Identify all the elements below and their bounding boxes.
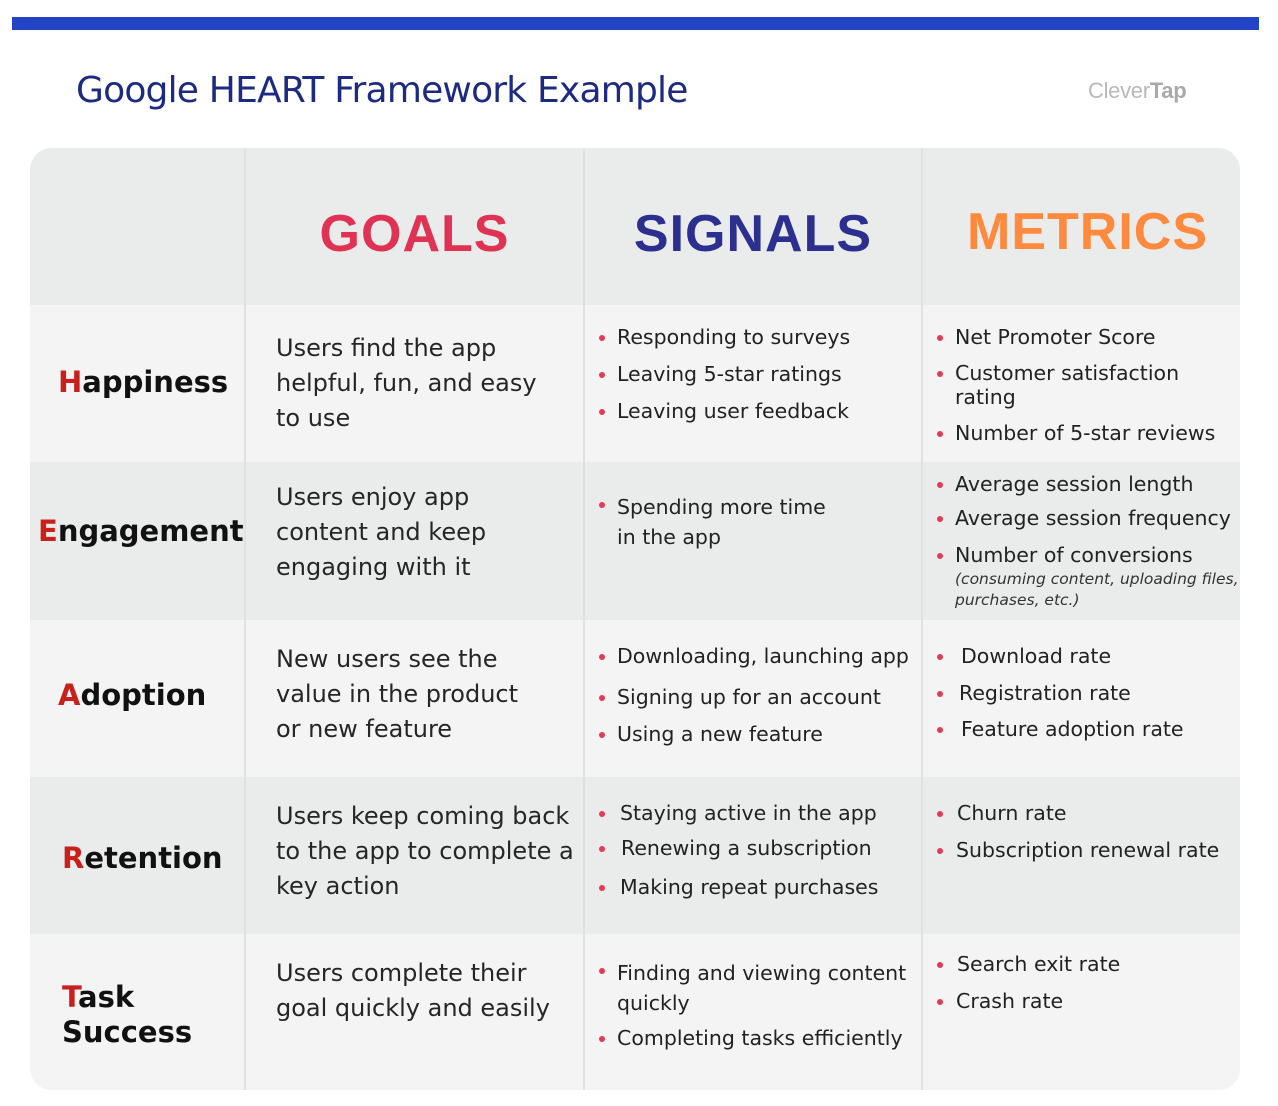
metric-item: Subscription renewal rate — [935, 838, 1219, 862]
metric-item-text: Number of conversions — [955, 543, 1193, 567]
metrics-list: Search exit rate Crash rate — [935, 952, 1120, 1013]
goal-text: Users complete their goal quickly and ea… — [276, 959, 550, 1022]
clevertap-logo: CleverTap — [1088, 78, 1187, 104]
metric-item: Customer satisfaction rating — [935, 361, 1240, 409]
signal-item: Spending more time in the app — [597, 492, 837, 552]
metric-item-note: (consuming content, uploading files, pur… — [955, 570, 1239, 609]
signals-list: Downloading, launching app Signing up fo… — [597, 644, 909, 746]
metric-item: Average session frequency — [935, 506, 1240, 530]
signals-cell: Downloading, launching app Signing up fo… — [585, 620, 923, 777]
dimension-initial: H — [58, 365, 83, 399]
logo-text-light: Clever — [1088, 78, 1150, 103]
metric-item: Net Promoter Score — [935, 325, 1240, 349]
signal-item: Staying active in the app — [597, 801, 878, 825]
table-row-adoption: Adoption New users see the value in the … — [30, 620, 1240, 777]
metric-item: Search exit rate — [935, 952, 1120, 976]
metric-item: Churn rate — [935, 801, 1219, 825]
heart-framework-table: GOALS SIGNALS METRICS Happiness Users fi… — [30, 148, 1240, 1090]
dimension-initial: T — [62, 980, 79, 1014]
dimension-cell: Happiness — [30, 305, 246, 462]
goal-text: Users keep coming back to the app to com… — [276, 802, 574, 900]
signal-item: Finding and viewing content quickly — [597, 958, 917, 1018]
dimension-rest: appiness — [82, 365, 229, 399]
header-cell-signals: SIGNALS — [585, 148, 923, 305]
signals-list: Staying active in the app Renewing a sub… — [597, 801, 878, 899]
signals-cell: Finding and viewing content quickly Comp… — [585, 934, 923, 1090]
metric-item: Download rate — [935, 644, 1184, 668]
signal-item: Responding to surveys — [597, 325, 850, 349]
dimension-label-happiness: Happiness — [58, 365, 228, 400]
dimension-cell: Adoption — [30, 620, 246, 777]
header-cell-metrics: METRICS — [923, 148, 1240, 305]
column-header-signals: SIGNALS — [633, 205, 873, 263]
page-title: Google HEART Framework Example — [76, 70, 688, 111]
signals-list: Spending more time in the app — [597, 492, 837, 552]
dimension-rest-line2: Success — [62, 1015, 193, 1049]
metrics-list: Churn rate Subscription renewal rate — [935, 801, 1219, 862]
dimension-rest: ask — [78, 980, 135, 1014]
metrics-cell: Download rate Registration rate Feature … — [923, 620, 1240, 777]
signal-item: Using a new feature — [597, 722, 909, 746]
signal-item: Downloading, launching app — [597, 644, 909, 668]
dimension-cell: Engagement — [30, 462, 246, 620]
signal-item: Renewing a subscription — [597, 836, 878, 860]
logo-text-bold: Tap — [1149, 78, 1187, 103]
metric-item: Number of conversions (consuming content,… — [935, 543, 1240, 611]
metric-item: Registration rate — [935, 681, 1184, 705]
metrics-list: Net Promoter Score Customer satisfaction… — [935, 325, 1240, 445]
signal-item: Leaving 5-star ratings — [597, 362, 850, 386]
header-cell-empty — [30, 148, 246, 305]
dimension-initial: A — [58, 678, 81, 712]
signal-item: Signing up for an account — [597, 685, 909, 709]
dimension-label-adoption: Adoption — [58, 678, 206, 713]
signals-cell: Spending more time in the app — [585, 462, 923, 620]
metrics-cell: Search exit rate Crash rate — [923, 934, 1240, 1090]
dimension-rest: doption — [80, 678, 207, 712]
metric-item: Feature adoption rate — [935, 717, 1184, 741]
goal-cell: Users keep coming back to the app to com… — [246, 777, 585, 934]
accent-top-bar — [12, 17, 1259, 30]
goal-text: Users enjoy app content and keep engagin… — [276, 483, 487, 581]
dimension-rest: etention — [84, 841, 223, 875]
signal-item: Making repeat purchases — [597, 875, 878, 899]
table-row-retention: Retention Users keep coming back to the … — [30, 777, 1240, 934]
metric-item: Average session length — [935, 472, 1240, 496]
column-header-metrics: METRICS — [967, 203, 1208, 261]
dimension-rest: ngagement — [57, 514, 244, 548]
dimension-label-retention: Retention — [62, 841, 223, 876]
dimension-label-engagement: Engagement — [38, 514, 244, 549]
signals-list: Responding to surveys Leaving 5-star rat… — [597, 325, 850, 423]
header-cell-goals: GOALS — [246, 148, 585, 305]
table-row-engagement: Engagement Users enjoy app content and k… — [30, 462, 1240, 620]
table-row-happiness: Happiness Users find the app helpful, fu… — [30, 305, 1240, 462]
metrics-cell: Churn rate Subscription renewal rate — [923, 777, 1240, 934]
dimension-cell: Retention — [30, 777, 246, 934]
dimension-initial: R — [62, 841, 85, 875]
goal-cell: Users find the app helpful, fun, and eas… — [246, 305, 585, 462]
metric-item: Crash rate — [935, 989, 1120, 1013]
goal-cell: Users complete their goal quickly and ea… — [246, 934, 585, 1090]
column-header-goals: GOALS — [319, 205, 510, 263]
signal-item: Leaving user feedback — [597, 399, 850, 423]
dimension-initial: E — [38, 514, 58, 548]
table-header-row: GOALS SIGNALS METRICS — [30, 148, 1240, 305]
signals-cell: Responding to surveys Leaving 5-star rat… — [585, 305, 923, 462]
goal-text: New users see the value in the product o… — [276, 645, 519, 743]
signal-item: Completing tasks efficiently — [597, 1026, 917, 1050]
goal-cell: Users enjoy app content and keep engagin… — [246, 462, 585, 620]
metrics-cell: Average session length Average session f… — [923, 462, 1240, 620]
metrics-list: Average session length Average session f… — [935, 472, 1240, 611]
metric-item: Number of 5-star reviews — [935, 421, 1240, 445]
metrics-list: Download rate Registration rate Feature … — [935, 644, 1184, 741]
signals-list: Finding and viewing content quickly Comp… — [597, 958, 917, 1050]
metrics-cell: Net Promoter Score Customer satisfaction… — [923, 305, 1240, 462]
goal-text: Users find the app helpful, fun, and eas… — [276, 334, 537, 432]
signals-cell: Staying active in the app Renewing a sub… — [585, 777, 923, 934]
goal-cell: New users see the value in the product o… — [246, 620, 585, 777]
